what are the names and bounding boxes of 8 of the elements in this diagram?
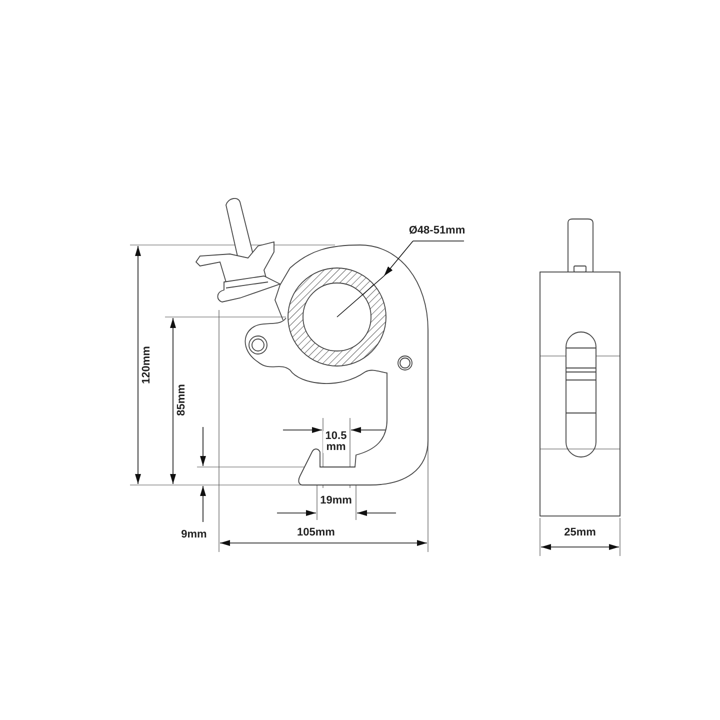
dimension-label: 120mm xyxy=(142,346,152,384)
dimension-label: 9mm xyxy=(181,530,207,540)
dimension-label: 19mm xyxy=(320,496,352,506)
dimension-label: 10.5 mm xyxy=(323,431,349,453)
dimension-label: 85mm xyxy=(176,384,188,416)
diameter-label: Ø48-51mm xyxy=(408,226,466,236)
dimension-label: 25mm xyxy=(564,528,596,538)
dimension-label: 105mm xyxy=(297,528,335,538)
